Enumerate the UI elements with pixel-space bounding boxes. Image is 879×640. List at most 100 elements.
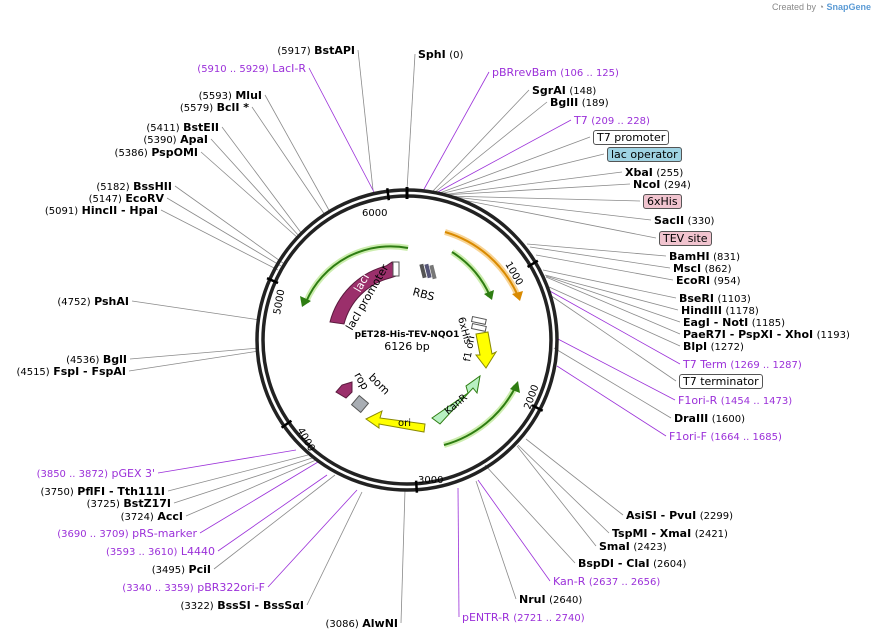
leader-line (210, 138, 300, 237)
ori-arc[interactable] (365, 410, 426, 433)
site-name: T7 (574, 114, 588, 127)
rbs-marker[interactable] (419, 263, 427, 279)
site-name: Kan-R (553, 575, 586, 588)
leader-line (185, 459, 317, 517)
arrow-head-icon (512, 291, 523, 301)
site-label: lac operator (607, 147, 682, 162)
site-label: SacII (330) (654, 214, 714, 228)
leader-line (433, 101, 548, 194)
site-label: NruI (2640) (519, 593, 582, 607)
site-label: BseRI (1103) (679, 292, 751, 306)
lacI-promoter-box[interactable] (392, 261, 400, 277)
leader-line (357, 49, 374, 191)
site-name: BlpI (683, 340, 708, 353)
leader-line (548, 286, 681, 347)
rop-arc[interactable] (335, 381, 353, 399)
site-label: 6xHis (643, 194, 682, 209)
site-name: EcoRV (125, 192, 164, 205)
site-label: (3725) BstZ17I (87, 497, 171, 511)
sixhis-box[interactable] (470, 315, 487, 325)
site-position: (2423) (633, 542, 667, 553)
site-label: NcoI (294) (633, 178, 691, 192)
site-label: (5593) MluI (199, 89, 262, 103)
label-leader-lines (128, 49, 681, 624)
site-label: (3690 .. 3709) pRS-marker (57, 527, 197, 541)
leader-line (160, 209, 279, 271)
leader-line (400, 489, 406, 624)
site-position: (3724) (120, 512, 154, 523)
leader-line (544, 274, 679, 311)
site-name: PaeR7I - PspXI - XhoI (683, 328, 814, 341)
site-label: (5910 .. 5929) LacI-R (197, 62, 306, 76)
site-label: (5917) BstAPI (277, 44, 355, 58)
leader-line (516, 445, 597, 547)
leader-line (556, 365, 667, 437)
site-label: (5390) ApaI (143, 133, 208, 147)
f1-ori-arc[interactable] (474, 331, 498, 369)
feature-label-kanr: KanR (443, 392, 470, 417)
site-label: pBRrevBam (106 .. 125) (492, 66, 619, 80)
site-position: (189) (581, 98, 609, 109)
tick-mark (526, 259, 539, 268)
leader-line (306, 491, 363, 606)
site-position: (1272) (710, 342, 744, 353)
site-name: BglI (102, 353, 127, 366)
site-label: TspMI - XmaI (2421) (612, 527, 728, 541)
site-position: (5910 .. 5929) (197, 64, 269, 75)
site-position: (3850 .. 3872) (36, 469, 108, 480)
site-name: SphI (418, 48, 446, 61)
site-name: XbaI (625, 166, 653, 179)
arrow-head-icon (510, 381, 520, 393)
feature-box-label: T7 promoter (593, 130, 670, 145)
credit-brand: SnapGene (826, 2, 871, 12)
site-name: AccI (157, 510, 183, 523)
site-position: (2721 .. 2740) (513, 613, 585, 624)
site-name: F1ori-F (669, 430, 707, 443)
site-label: (5579) BclI * (180, 101, 249, 115)
site-label: SgrAI (148) (532, 84, 596, 98)
site-name: T7 Term (683, 358, 727, 371)
leader-line (221, 126, 303, 235)
leader-line (439, 153, 605, 195)
site-name: PciI (188, 563, 211, 576)
site-position: (862) (704, 264, 732, 275)
site-position: (255) (656, 168, 684, 179)
site-name: EcoRI (676, 274, 711, 287)
leader-line (406, 53, 416, 191)
feature-box-label: TEV site (659, 231, 712, 246)
leader-line (547, 289, 681, 365)
site-position: (1269 .. 1287) (730, 360, 802, 371)
tick-label-4000: 4000 (294, 426, 316, 454)
site-label: TEV site (659, 231, 712, 246)
site-position: (5917) (277, 46, 311, 57)
site-label: (3322) BssSI - BssSαI (180, 599, 304, 613)
site-label: BamHI (831) (669, 250, 740, 264)
site-position: (5593) (198, 91, 232, 102)
bom-box[interactable] (350, 394, 370, 414)
site-label: (4536) BglI (66, 353, 127, 367)
kanr-arc[interactable] (431, 374, 481, 425)
feature-box-label: 6xHis (643, 194, 682, 209)
leader-line (431, 89, 530, 193)
site-name: BspDI - ClaI (578, 557, 650, 570)
leader-line (264, 94, 331, 213)
leader-line (440, 171, 623, 196)
site-label: (5411) BstEII (146, 121, 219, 135)
leader-line (217, 474, 328, 552)
leader-line (542, 269, 677, 299)
snapgene-credit: Created by ◔ SnapGene (772, 2, 871, 12)
leader-line (442, 183, 631, 196)
site-position: (3690 .. 3709) (57, 529, 129, 540)
leader-line (174, 185, 284, 264)
site-position: (294) (663, 180, 691, 191)
site-position: (1185) (751, 318, 786, 329)
site-position: (3593 .. 3610) (105, 547, 178, 558)
site-label: EcoRI (954) (676, 274, 741, 288)
site-name: SmaI (599, 540, 630, 553)
site-position: (4515) (16, 367, 50, 378)
site-position: (3322) (180, 601, 214, 612)
site-name: NruI (519, 593, 546, 606)
site-label: XbaI (255) (625, 166, 683, 180)
site-name: L4440 (180, 545, 215, 558)
site-name: TspMI - XmaI (612, 527, 692, 540)
